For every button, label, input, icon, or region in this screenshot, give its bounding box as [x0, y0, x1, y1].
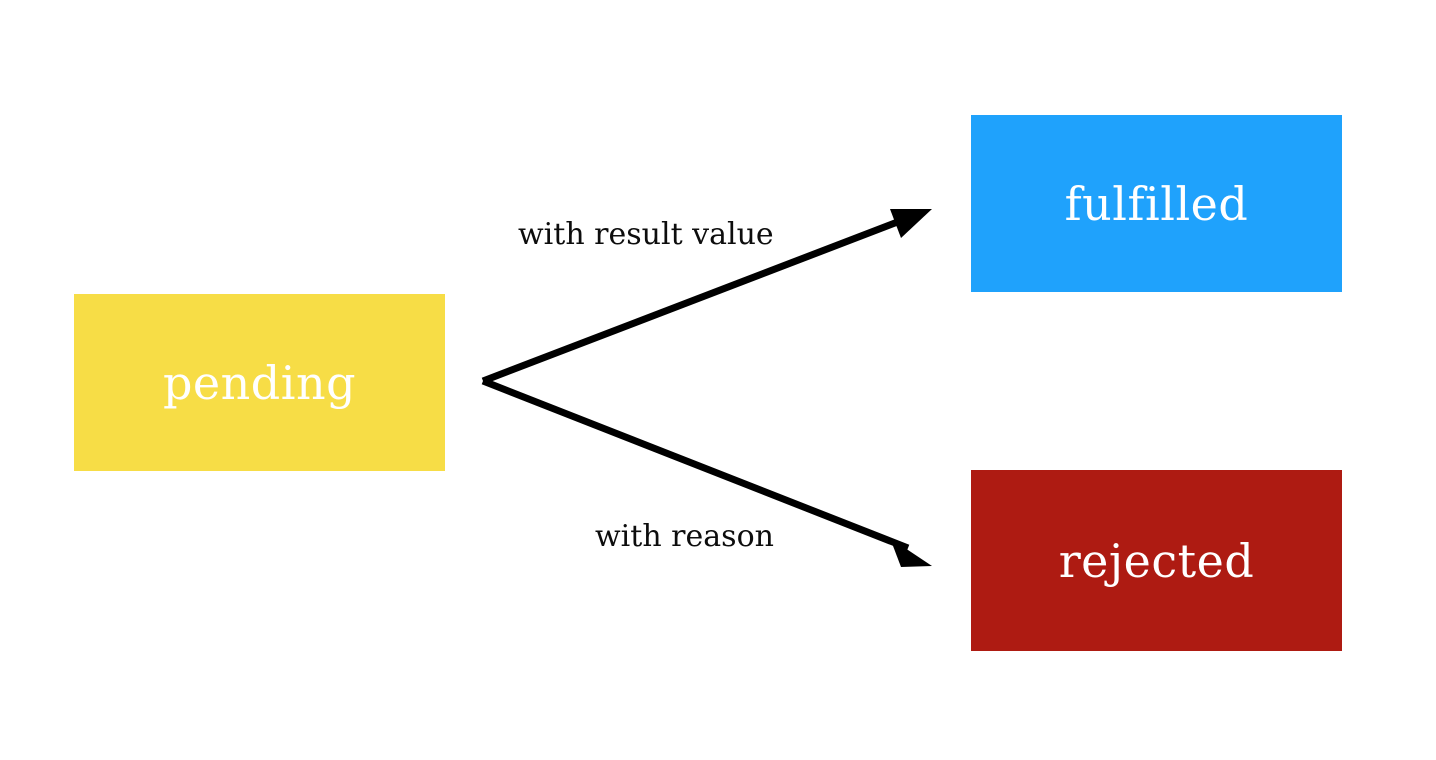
- state-node-fulfilled[interactable]: fulfilled: [971, 115, 1342, 292]
- state-node-rejected[interactable]: rejected: [971, 470, 1342, 651]
- state-node-pending-label: pending: [162, 355, 357, 410]
- arrowhead-reject: [890, 538, 932, 567]
- arrowhead-fulfill: [890, 209, 932, 238]
- state-node-fulfilled-label: fulfilled: [1064, 176, 1249, 231]
- state-node-pending[interactable]: pending: [74, 294, 445, 471]
- edge-label-with-result-value: with result value: [518, 217, 774, 252]
- edge-label-with-reason: with reason: [595, 519, 774, 554]
- state-node-rejected-label: rejected: [1058, 533, 1255, 588]
